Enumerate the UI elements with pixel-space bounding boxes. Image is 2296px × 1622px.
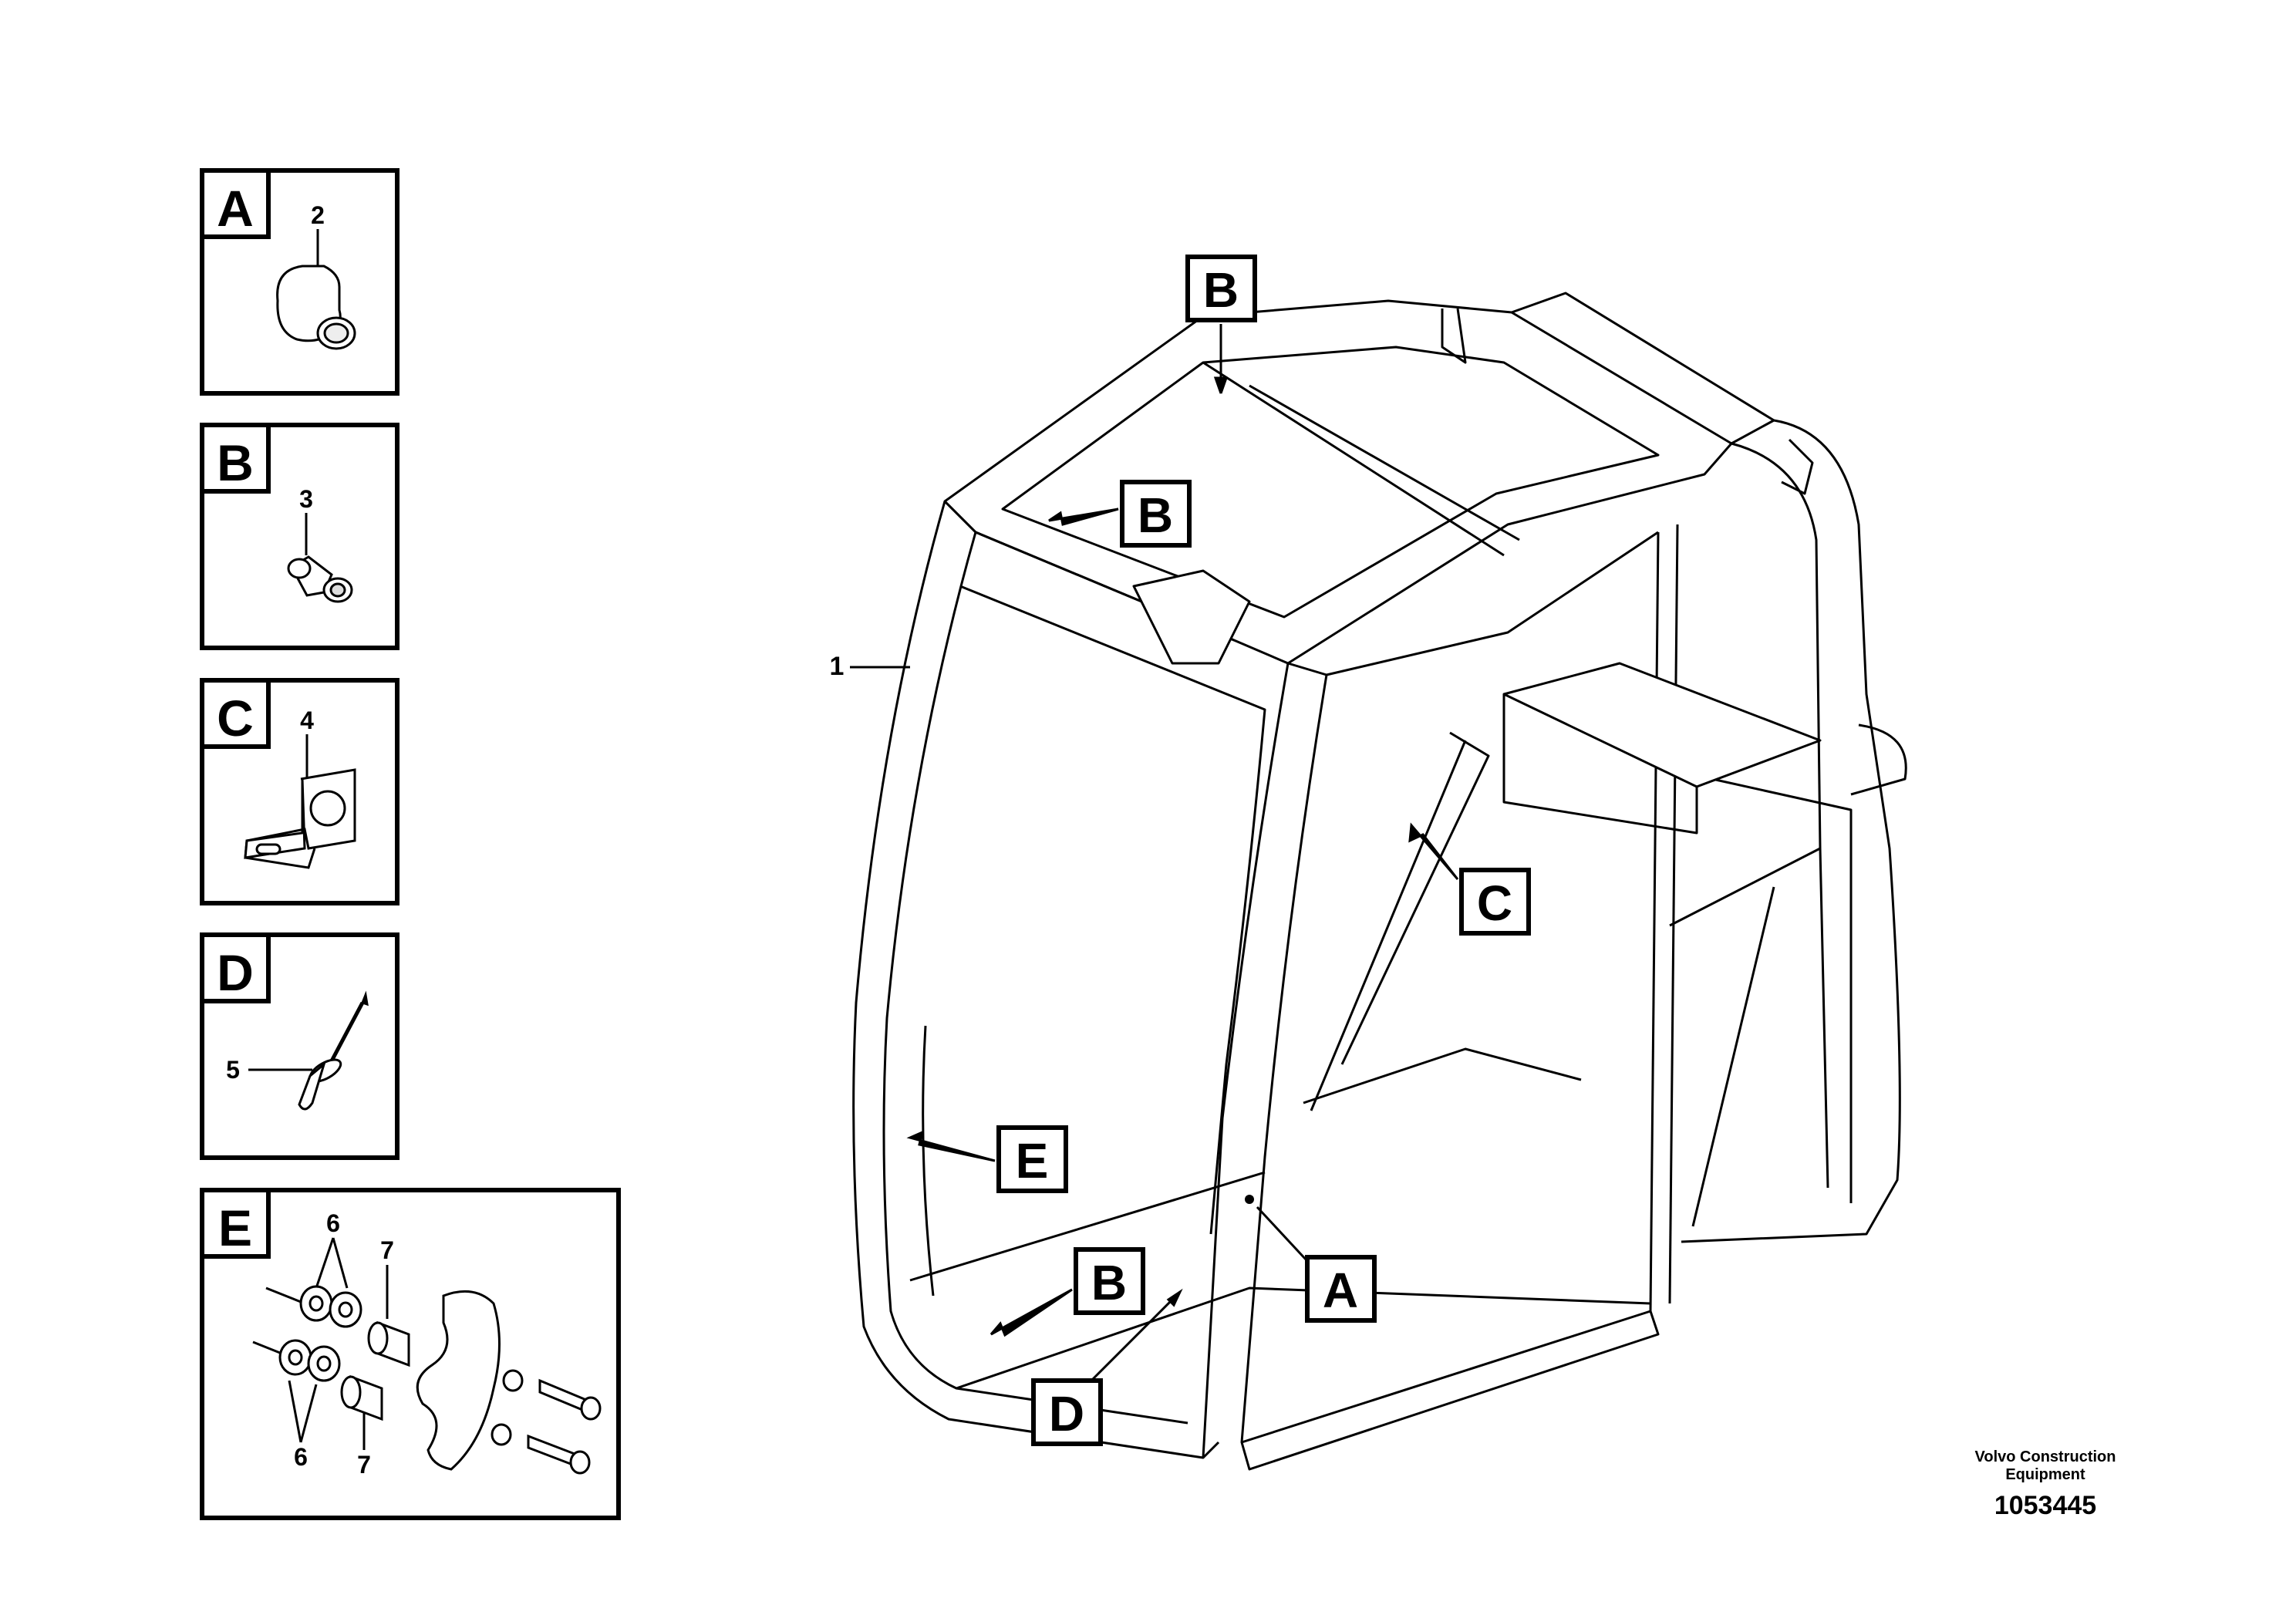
- rubber-mount-icon: [416, 1290, 501, 1471]
- panel-d-letter: D: [217, 944, 254, 1001]
- callout-c: C: [1408, 822, 1531, 936]
- cab-frame: [852, 292, 1907, 1471]
- part-number-6-bottom: 6: [294, 1443, 308, 1471]
- panel-e-letter: E: [218, 1199, 252, 1256]
- spacer-sleeve-icon: [340, 1320, 410, 1421]
- panel-a-letter: A: [217, 180, 254, 237]
- part-number-4: 4: [300, 706, 314, 734]
- callout-b-top: B: [1185, 255, 1257, 394]
- callout-b-mid: B: [1048, 480, 1192, 548]
- callout-d: D: [1031, 1288, 1183, 1446]
- svg-text:A: A: [1323, 1263, 1358, 1318]
- part-number-1: 1: [830, 652, 845, 681]
- callout-b-low: B: [990, 1247, 1145, 1337]
- svg-text:B: B: [1138, 487, 1173, 543]
- callout-e: E: [906, 1125, 1068, 1193]
- brand-line-2: Equipment: [2005, 1466, 2085, 1483]
- part-number-7-bottom: 7: [357, 1451, 371, 1479]
- washer-icon: [278, 1285, 362, 1382]
- part-number-2: 2: [311, 201, 325, 229]
- svg-text:C: C: [1477, 875, 1512, 931]
- part-number-3: 3: [299, 485, 313, 513]
- detail-panel-e: E 6 7 6 7: [200, 1188, 621, 1520]
- blind-rivet-icon: [298, 990, 369, 1111]
- callout-a: A: [1245, 1195, 1377, 1323]
- panel-c-letter: C: [217, 690, 254, 747]
- bracket-plate-icon: [244, 768, 356, 869]
- part-number-6-top: 6: [326, 1209, 340, 1237]
- cap-nut-icon: [276, 265, 356, 350]
- panel-b-letter: B: [217, 434, 254, 491]
- svg-text:D: D: [1049, 1386, 1084, 1442]
- rivet-nut-icon: [287, 555, 353, 603]
- drawing-number: 1053445: [1994, 1491, 2096, 1520]
- detail-panel-d: D 5: [200, 932, 400, 1160]
- detail-panel-a: A 2: [200, 168, 400, 396]
- svg-text:B: B: [1203, 262, 1239, 318]
- part-number-5: 5: [226, 1056, 240, 1084]
- detail-panel-c: C 4: [200, 678, 400, 905]
- part-number-7-top: 7: [380, 1236, 394, 1264]
- svg-text:E: E: [1016, 1133, 1049, 1189]
- bolt-icon: [491, 1369, 602, 1475]
- detail-panel-b: B 3: [200, 423, 400, 650]
- svg-text:B: B: [1091, 1255, 1127, 1310]
- brand-line-1: Volvo Construction: [1975, 1448, 2116, 1465]
